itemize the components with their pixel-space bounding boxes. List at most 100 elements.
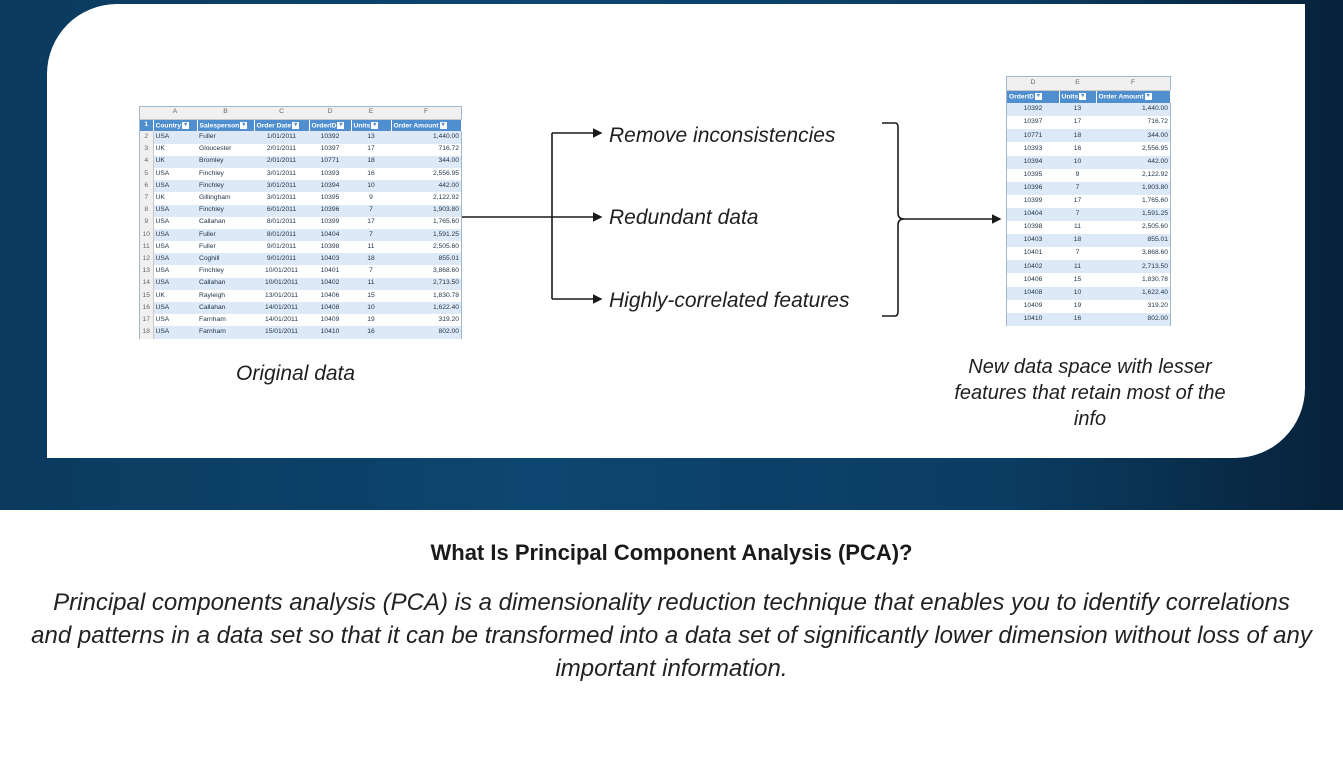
table-cell: 11 bbox=[1059, 260, 1096, 274]
table-cell: 1,765.60 bbox=[1096, 194, 1170, 208]
row-number: 10 bbox=[140, 228, 154, 242]
table-cell: 10409 bbox=[1007, 299, 1059, 313]
table-cell: USA bbox=[153, 228, 197, 242]
table-cell: 9/01/2011 bbox=[254, 253, 309, 266]
column-header: Units▾ bbox=[351, 119, 392, 132]
table-cell: 10408 bbox=[1007, 286, 1059, 300]
table-cell: 3/01/2011 bbox=[254, 167, 309, 181]
table-cell: 344.00 bbox=[1096, 129, 1170, 143]
table-cell: Finchley bbox=[197, 180, 254, 193]
table-cell: 15 bbox=[351, 289, 391, 302]
filter-dropdown-icon[interactable]: ▾ bbox=[439, 121, 447, 129]
table-cell: 10395 bbox=[1007, 168, 1059, 182]
filter-dropdown-icon[interactable]: ▾ bbox=[371, 121, 379, 129]
table-cell: 18 bbox=[351, 155, 391, 168]
column-header-label: Order Amount bbox=[393, 121, 439, 129]
original-data-label: Original data bbox=[236, 362, 356, 385]
table-cell: Farnham bbox=[197, 314, 254, 327]
column-header: Order Date▾ bbox=[254, 119, 310, 132]
table-cell: 3/01/2011 bbox=[254, 192, 309, 205]
table-cell: 1,830.78 bbox=[1096, 273, 1170, 287]
page-title: What Is Principal Component Analysis (PC… bbox=[430, 540, 913, 565]
table-cell: UK bbox=[153, 143, 197, 156]
table-cell: USA bbox=[153, 167, 197, 181]
table-cell: Gillingham bbox=[197, 192, 254, 205]
table-cell: 17 bbox=[351, 216, 391, 229]
row-number: 8 bbox=[140, 204, 154, 217]
filter-dropdown-icon[interactable]: ▾ bbox=[1034, 92, 1042, 100]
table-cell: USA bbox=[153, 241, 197, 254]
table-cell: 7 bbox=[351, 228, 391, 242]
table-cell: 11 bbox=[351, 277, 391, 290]
filter-dropdown-icon[interactable]: ▾ bbox=[182, 121, 190, 129]
table-cell: 18 bbox=[1059, 234, 1096, 248]
column-header: Order Amount▾ bbox=[1096, 90, 1171, 104]
table-cell: 10402 bbox=[1007, 260, 1059, 274]
column-letter: A bbox=[153, 107, 197, 120]
column-header: Country▾ bbox=[153, 119, 198, 132]
table-cell: USA bbox=[153, 131, 197, 144]
table-cell: 10398 bbox=[309, 241, 351, 254]
column-letter: E bbox=[351, 107, 391, 120]
row-number: 5 bbox=[140, 167, 154, 181]
column-header: Units▾ bbox=[1059, 90, 1097, 104]
table-cell: 10/01/2011 bbox=[254, 277, 309, 290]
page-description: Principal components analysis (PCA) is a… bbox=[31, 589, 1312, 682]
column-header-label: Units bbox=[353, 121, 371, 129]
table-cell: 10394 bbox=[309, 180, 351, 193]
table-cell: 10399 bbox=[1007, 194, 1059, 208]
table-cell: 10396 bbox=[309, 204, 351, 217]
table-cell: 2/01/2011 bbox=[254, 155, 309, 168]
column-header-label: Salesperson bbox=[199, 121, 240, 129]
table-cell: 10 bbox=[351, 180, 391, 193]
table-cell: 9/01/2011 bbox=[254, 241, 309, 254]
table-cell: 3,868.60 bbox=[1096, 247, 1170, 261]
row-number: 1 bbox=[140, 119, 154, 132]
table-cell: 17 bbox=[1059, 116, 1096, 130]
filter-dropdown-icon[interactable]: ▾ bbox=[1079, 92, 1087, 100]
table-cell: Finchley bbox=[197, 167, 254, 181]
column-header-label: Order Date bbox=[256, 121, 292, 129]
table-cell: 442.00 bbox=[391, 180, 461, 193]
table-cell: 10 bbox=[1059, 286, 1096, 300]
table-cell: Finchley bbox=[197, 265, 254, 278]
table-cell: 3/01/2011 bbox=[254, 180, 309, 193]
table-cell: Coghill bbox=[197, 253, 254, 266]
filter-dropdown-icon[interactable]: ▾ bbox=[240, 121, 248, 129]
filter-dropdown-icon[interactable]: ▾ bbox=[292, 121, 300, 129]
table-cell: 10 bbox=[351, 302, 391, 315]
table-cell: 16 bbox=[351, 326, 391, 339]
row-number: 12 bbox=[140, 253, 154, 266]
table-cell: 1,622.40 bbox=[391, 302, 461, 315]
filter-dropdown-icon[interactable]: ▾ bbox=[1144, 92, 1152, 100]
table-cell: 1,440.00 bbox=[1096, 103, 1170, 117]
table-cell: 7 bbox=[1059, 207, 1096, 222]
column-header: OrderID▾ bbox=[1007, 90, 1060, 104]
table-cell: 1,765.60 bbox=[391, 216, 461, 229]
table-cell: Fuller bbox=[197, 131, 254, 144]
table-cell: 10404 bbox=[309, 228, 351, 242]
table-cell: 18 bbox=[1059, 129, 1096, 143]
table-cell: 2,713.50 bbox=[391, 277, 461, 290]
row-number: 11 bbox=[140, 241, 154, 254]
step-highly-correlated-features: Highly-correlated features bbox=[609, 289, 850, 312]
table-cell: 10392 bbox=[309, 131, 351, 144]
table-cell: Callahan bbox=[197, 302, 254, 315]
step-redundant-data: Redundant data bbox=[609, 206, 759, 229]
filter-dropdown-icon[interactable]: ▾ bbox=[337, 121, 345, 129]
table-cell: Bromley bbox=[197, 155, 254, 168]
table-cell: 10410 bbox=[309, 326, 351, 339]
table-cell: USA bbox=[153, 216, 197, 229]
